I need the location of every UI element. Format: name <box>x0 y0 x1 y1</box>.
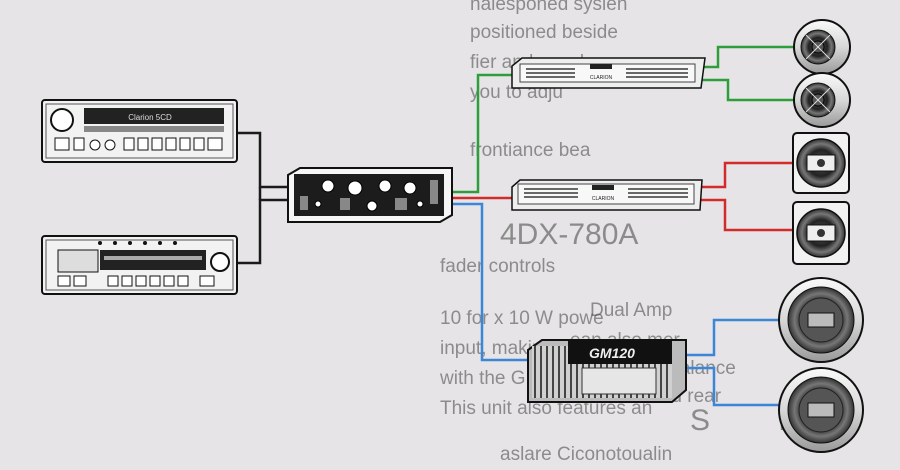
bg-line-7: fader controls <box>440 256 556 277</box>
subwoofer-left <box>778 277 864 363</box>
amp-bottom-model: GM120 <box>589 345 635 361</box>
audio-processor <box>287 167 453 223</box>
wire-amp-top-to-speaker-1 <box>701 45 795 69</box>
wire-amp-bottom-to-woofer-2 <box>686 366 780 407</box>
bg-line-6: 4DX-780A <box>500 218 639 251</box>
wire-processor-to-amp-top <box>452 73 512 194</box>
bg-line-12: Dual Amp <box>590 300 673 321</box>
wire-amp-mid-to-speaker-3 <box>700 161 793 189</box>
subwoofer-right <box>778 367 864 453</box>
speaker-rear-left <box>792 132 850 194</box>
volume-knob-icon <box>50 108 74 132</box>
wire-group-red <box>452 161 793 232</box>
amp-top-brand: CLARION <box>590 75 613 81</box>
speaker-rear-right <box>792 201 850 265</box>
speaker-front-right <box>793 72 851 128</box>
wire-group-blue <box>452 202 780 407</box>
bg-line-5: frontiance bea <box>470 140 591 161</box>
head-unit-cassette: Clarion 5CD <box>41 99 238 163</box>
wire-group-black <box>237 131 288 265</box>
bg-line-2: positioned beside <box>470 22 618 43</box>
head-unit-brand-label: Clarion 5CD <box>128 113 172 122</box>
wire-amp-mid-to-speaker-4 <box>700 198 793 232</box>
wire-group-green <box>452 45 795 194</box>
wire-amp-top-to-speaker-2 <box>701 78 795 102</box>
bg-line-17: aslare Ciconotoualin <box>500 444 673 465</box>
wire-headunit-top-to-processor <box>237 131 288 189</box>
amplifier-rear: CLARION <box>511 179 703 211</box>
tuner-knob-icon <box>210 252 230 272</box>
speaker-front-left <box>793 19 851 75</box>
bg-line-1: nalesponed sysien <box>470 0 628 15</box>
bg-line-11: This unit also features an <box>440 398 653 419</box>
amplifier-subwoofer: GM120 <box>527 339 687 403</box>
amp-mid-brand: CLARION <box>592 196 615 202</box>
head-unit-tuner <box>41 235 238 295</box>
wire-amp-bottom-to-woofer-1 <box>686 318 780 357</box>
wire-headunit-bottom-to-processor <box>237 198 288 265</box>
amplifier-front: CLARION <box>511 57 706 89</box>
wire-processor-to-amp-bottom <box>452 202 528 362</box>
